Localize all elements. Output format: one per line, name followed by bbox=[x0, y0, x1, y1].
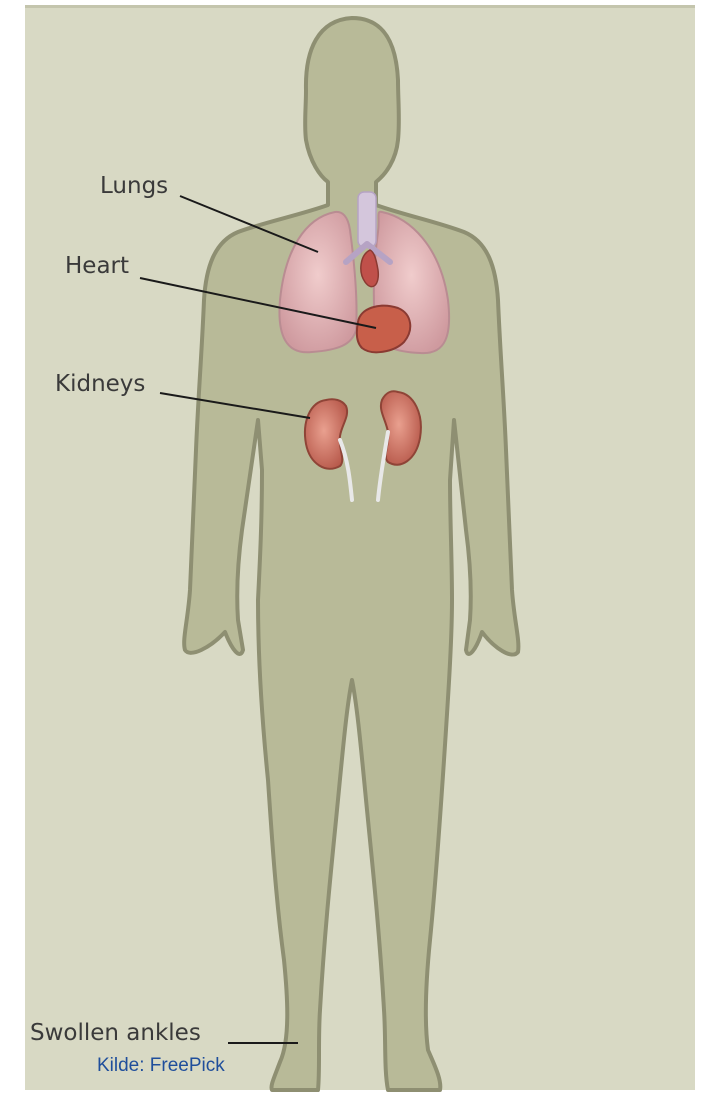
lungs-label: Lungs bbox=[100, 175, 168, 198]
source-caption: Kilde: FreePick bbox=[97, 1055, 225, 1077]
heart-label: Heart bbox=[65, 255, 129, 278]
kidneys-label: Kidneys bbox=[55, 373, 145, 396]
swollen-ankles-label: Swollen ankles bbox=[30, 1022, 201, 1045]
right-kidney bbox=[381, 391, 421, 464]
left-kidney bbox=[305, 399, 347, 469]
top-border bbox=[25, 5, 695, 8]
trachea bbox=[358, 192, 376, 247]
